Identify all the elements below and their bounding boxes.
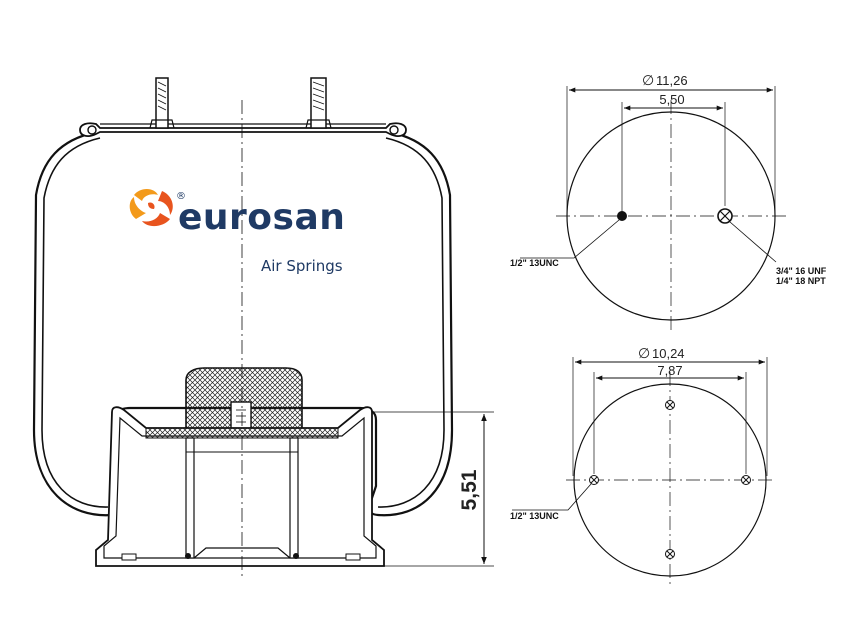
top-right-callout-line1: 3/4" 16 UNF (776, 266, 827, 276)
top-stud-left (149, 77, 175, 129)
air-spring-side-view (32, 77, 454, 580)
bottom-diameter-symbol: ∅ (638, 345, 650, 361)
height-dimension-label: 5,51 (458, 469, 481, 510)
bolt-hole-icon (589, 475, 599, 485)
piston-outer (95, 406, 385, 567)
bolt-hole-icon (665, 400, 675, 410)
top-diameter-symbol: ∅ (642, 72, 654, 88)
bolt-hole-icon (741, 475, 751, 485)
top-diameter-label: 11,26 (656, 73, 688, 88)
top-plate-view (520, 86, 786, 330)
top-bolt-spacing-label: 5,50 (659, 92, 684, 107)
bottom-left-callout: 1/2" 13UNC (510, 511, 559, 521)
bottom-diameter-label: 10,24 (652, 346, 685, 361)
stud-hole-icon (617, 211, 627, 221)
brand-subtitle: Air Springs (261, 257, 343, 275)
bottom-plate-view (512, 357, 774, 588)
top-air-fitting (305, 77, 332, 129)
bolt-hole-icon (665, 549, 675, 559)
bellows-inner (41, 137, 445, 508)
top-right-callout-line2: 1/4" 18 NPT (776, 276, 826, 286)
registered-mark: ® (176, 191, 186, 202)
brand-name: eurosan (178, 197, 346, 238)
eurosan-logo-mark-icon (129, 189, 173, 227)
height-dimension (372, 411, 494, 567)
bottom-bolt-spacing-label: 7,87 (657, 363, 682, 378)
rubber-bumper (185, 367, 303, 431)
top-bead-plate (79, 122, 407, 137)
brand-logo: ® eurosan Air Springs (122, 183, 382, 283)
top-left-callout: 1/2" 13UNC (510, 258, 559, 268)
